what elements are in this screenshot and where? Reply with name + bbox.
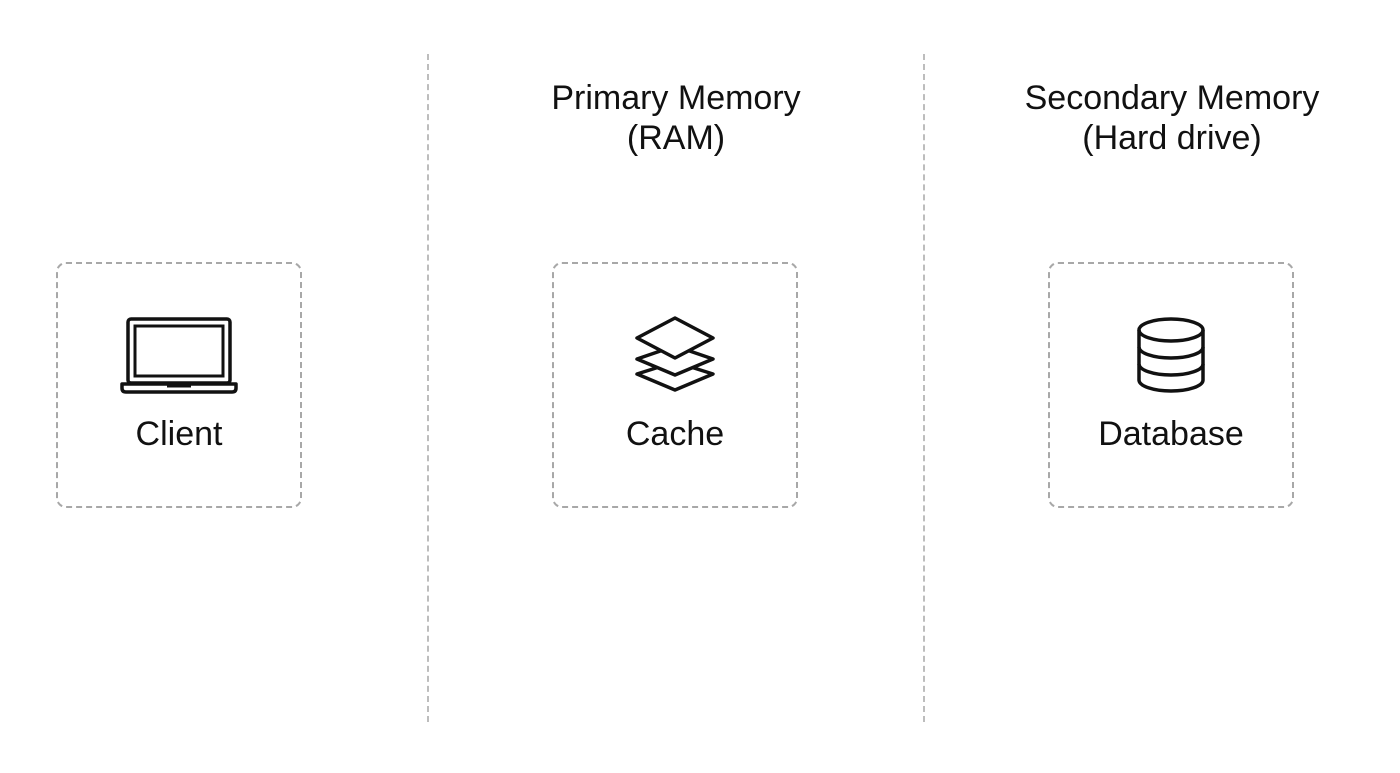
database-icon [1137,317,1205,393]
secondary-memory-heading: Secondary Memory (Hard drive) [962,78,1382,158]
node-label: Database [1098,415,1244,453]
primary-memory-heading: Primary Memory (RAM) [466,78,886,158]
laptop-icon [120,317,238,394]
database-node: Database [1048,262,1294,508]
heading-line-1: Primary Memory [551,79,801,117]
column-divider [427,54,429,722]
column-divider [923,54,925,722]
layers-icon [635,316,715,392]
client-node: Client [56,262,302,508]
node-label: Client [135,415,223,453]
heading-line-2: (Hard drive) [1082,119,1262,157]
cache-node: Cache [552,262,798,508]
heading-line-1: Secondary Memory [1024,79,1320,117]
node-label: Cache [625,415,725,453]
heading-line-2: (RAM) [626,119,726,157]
